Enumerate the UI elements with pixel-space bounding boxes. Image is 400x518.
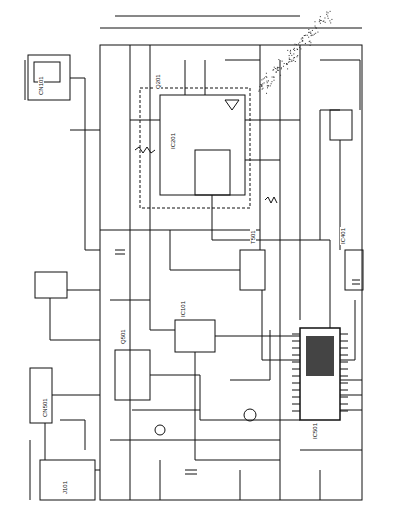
part-label: IC401: [340, 227, 346, 245]
part-label: IC201: [170, 132, 176, 150]
part-label: IC501: [312, 422, 318, 440]
sub-board: [28, 55, 70, 100]
part-label: T501: [250, 229, 256, 245]
ic-chip: [300, 328, 340, 420]
part-label: J101: [62, 480, 68, 495]
part-label: CN501: [42, 397, 48, 418]
ic-inner: [195, 150, 230, 195]
part-label: IC101: [180, 300, 186, 318]
part-label: Q201: [155, 73, 161, 90]
sub-board: [35, 272, 67, 298]
connector: [30, 368, 52, 423]
board-outline: [100, 45, 362, 500]
part-label: Q501: [120, 328, 126, 345]
part-label: CN101: [38, 75, 44, 96]
